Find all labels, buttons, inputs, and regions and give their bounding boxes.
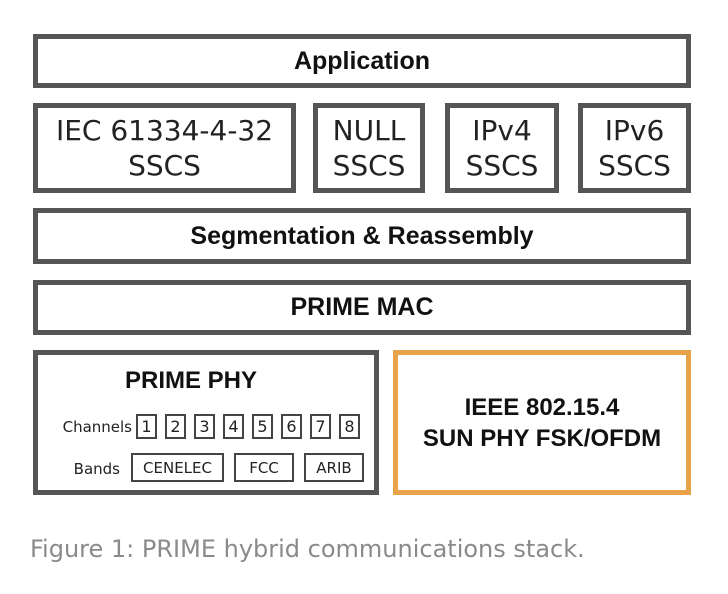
prime-phy-title: PRIME PHY [124,367,258,394]
ipv6-sscs-line2: SSCS [598,149,671,182]
ipv6-sscs-line1: IPv6 [604,114,665,147]
iec-sscs-line1: IEC 61334-4-32 [55,114,274,147]
ipv4-sscs-line2: SSCS [465,149,539,182]
band-box-arib: ARIB [304,453,364,482]
iec-sscs-layer: IEC 61334-4-32 SSCS [33,103,296,193]
channel-box: 5 [252,414,273,439]
null-sscs-layer: NULL SSCS [313,103,425,193]
ieee-sun-phy-layer: IEEE 802.15.4 SUN PHY FSK/OFDM [393,350,691,495]
prime-mac-layer: PRIME MAC [33,280,691,335]
bands-label: Bands [73,460,120,478]
channels-label: Channels [62,418,132,436]
sun-phy-line2: SUN PHY FSK/OFDM [422,424,662,452]
null-sscs-line1: NULL [332,114,406,147]
channel-box: 7 [310,414,331,439]
application-layer: Application [33,34,691,88]
null-sscs-label: NULL SSCS [333,113,406,183]
band-box-fcc: FCC [234,453,294,482]
channel-box: 4 [223,414,244,439]
ipv6-sscs-layer: IPv6 SSCS [578,103,691,193]
channel-box: 1 [136,414,157,439]
ipv4-sscs-layer: IPv4 SSCS [445,103,559,193]
ipv4-sscs-line1: IPv4 [472,114,532,147]
band-box-cenelec: CENELEC [131,453,224,482]
iec-sscs-label: IEC 61334-4-32 SSCS [56,113,273,183]
segmentation-reassembly-layer: Segmentation & Reassembly [33,208,691,264]
ipv6-sscs-label: IPv6 SSCS [598,113,671,183]
channel-box: 3 [194,414,215,439]
figure-caption: Figure 1: PRIME hybrid communications st… [30,535,585,563]
segmentation-label: Segmentation & Reassembly [190,221,534,250]
ipv4-sscs-label: IPv4 SSCS [466,113,539,183]
channel-box: 2 [165,414,186,439]
prime-mac-label: PRIME MAC [290,293,434,321]
null-sscs-line2: SSCS [332,149,406,182]
application-label: Application [293,46,431,75]
channel-box: 6 [281,414,302,439]
prime-phy-layer: PRIME PHY Channels 1 2 3 4 5 6 7 8 Bands… [33,350,379,495]
iec-sscs-line2: SSCS [128,149,201,182]
channel-box: 8 [339,414,360,439]
sun-phy-label: IEEE 802.15.4 SUN PHY FSK/OFDM [423,392,661,454]
sun-phy-line1: IEEE 802.15.4 [464,393,620,421]
